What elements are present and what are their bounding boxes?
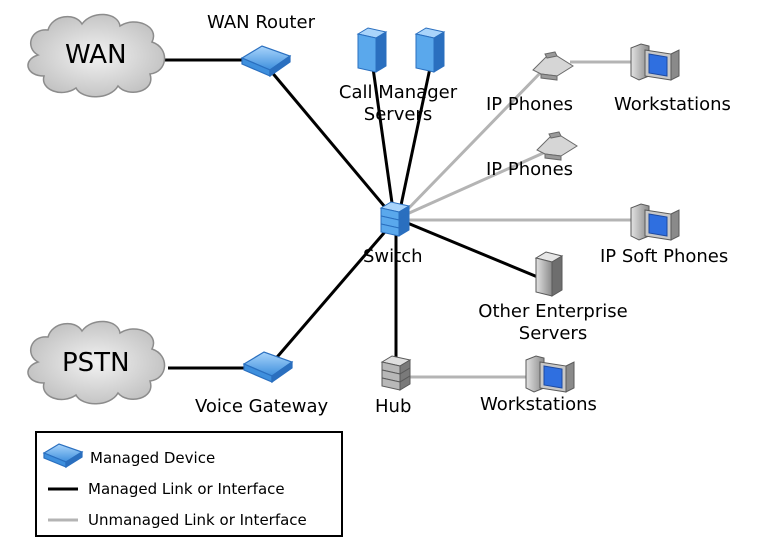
links (165, 58, 640, 379)
ip-phones-label-2: IP Phones (486, 159, 574, 180)
pstn-cloud-icon (27, 320, 166, 405)
wan-label: WAN (65, 40, 127, 70)
workstations-label-2: Workstations (480, 394, 597, 415)
link-callmanager2-switch (398, 67, 432, 211)
managed-device-legend-icon (42, 443, 84, 469)
ip-soft-phones-label: IP Soft Phones (600, 246, 729, 267)
ip-phone-icon (532, 51, 574, 81)
other-enterprise-servers-line2: Servers (518, 323, 588, 344)
link-callmanager1-switch (371, 67, 395, 211)
workstation-icon (630, 43, 680, 81)
pstn-label: PSTN (62, 348, 130, 378)
other-enterprise-servers-line1: Other Enterprise (478, 301, 628, 322)
hub-icon (380, 355, 412, 391)
call-manager-server-icon (356, 27, 388, 73)
voice-gateway-label: Voice Gateway (195, 396, 329, 417)
workstations-label-1: Workstations (614, 94, 731, 115)
voice-gateway-icon (242, 351, 294, 384)
call-manager-label: Call Manager Servers (322, 82, 474, 126)
wan-cloud-icon (27, 13, 166, 98)
ip-phones-label-1: IP Phones (486, 94, 574, 115)
switch-label: Switch (363, 246, 423, 267)
call-manager-label-line2: Servers (363, 104, 433, 125)
workstation-icon (525, 355, 575, 393)
link-switch-ipphones2 (406, 148, 551, 216)
switch-icon (379, 201, 411, 237)
legend-box (35, 431, 343, 537)
link-switch-servers (404, 220, 541, 280)
link-switch-ipphones1 (403, 66, 547, 214)
call-manager-server-icon (414, 27, 446, 73)
other-enterprise-servers-label: Other Enterprise Servers (458, 301, 648, 345)
soft-phone-workstation-icon (630, 203, 680, 241)
wan-router-label: WAN Router (207, 12, 315, 33)
enterprise-server-icon (534, 251, 564, 297)
hub-label: Hub (375, 396, 412, 417)
call-manager-label-line1: Call Manager (338, 82, 458, 103)
legend-unmanaged-link-label: Unmanaged Link or Interface (88, 511, 307, 529)
legend (35, 431, 343, 537)
legend-managed-device-label: Managed Device (90, 449, 216, 467)
legend-managed-link-label: Managed Link or Interface (88, 480, 285, 498)
wan-router-icon (240, 45, 292, 78)
ip-phone-icon (536, 131, 578, 161)
link-switch-gateway (270, 225, 392, 364)
link-router-switch (268, 69, 392, 214)
